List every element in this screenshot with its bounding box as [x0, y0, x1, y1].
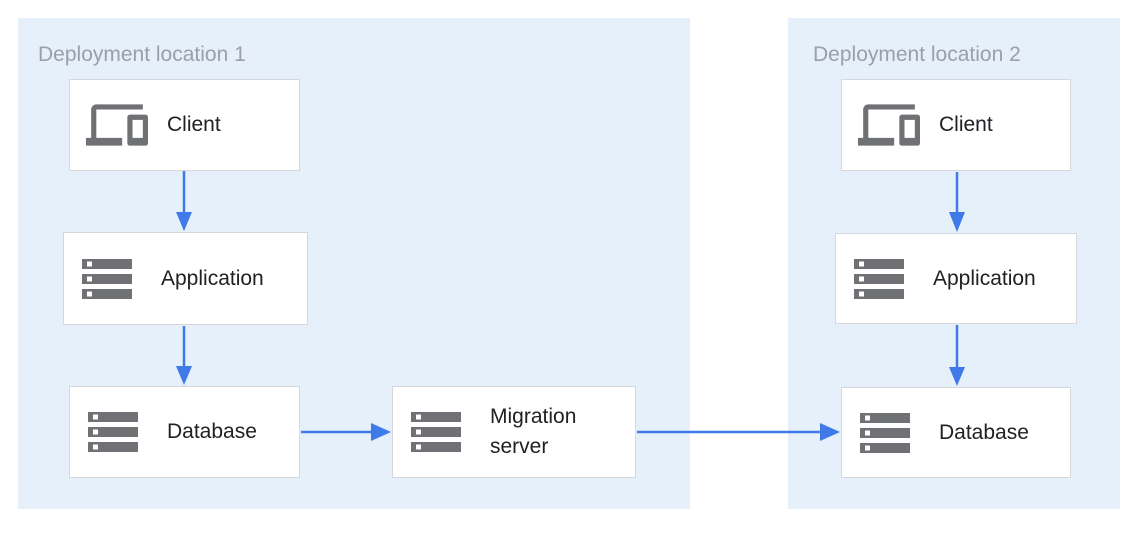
region-label: Deployment location 2 — [813, 43, 1021, 66]
node-application-1: Application — [63, 232, 308, 325]
node-label: Client — [167, 113, 221, 136]
node-label: Application — [161, 266, 264, 290]
server-stack-icon — [849, 249, 909, 309]
devices-icon — [86, 94, 148, 156]
server-stack-icon — [77, 249, 137, 309]
node-database-1: Database — [69, 386, 300, 478]
node-migration-server: Migration server — [392, 386, 636, 478]
node-label: Database — [167, 420, 257, 443]
node-label: Application — [933, 266, 1036, 290]
node-application-2: Application — [835, 233, 1077, 324]
node-client-2: Client — [841, 79, 1071, 171]
server-stack-icon — [855, 403, 915, 463]
node-label: Database — [939, 420, 1029, 444]
server-stack-icon — [406, 402, 466, 462]
server-stack-icon — [83, 402, 143, 462]
node-database-2: Database — [841, 387, 1071, 478]
region-label: Deployment location 1 — [38, 43, 246, 66]
node-label: Client — [939, 113, 993, 136]
node-label: Migration server — [490, 405, 577, 458]
devices-icon — [858, 94, 920, 156]
node-client-1: Client — [69, 79, 300, 171]
